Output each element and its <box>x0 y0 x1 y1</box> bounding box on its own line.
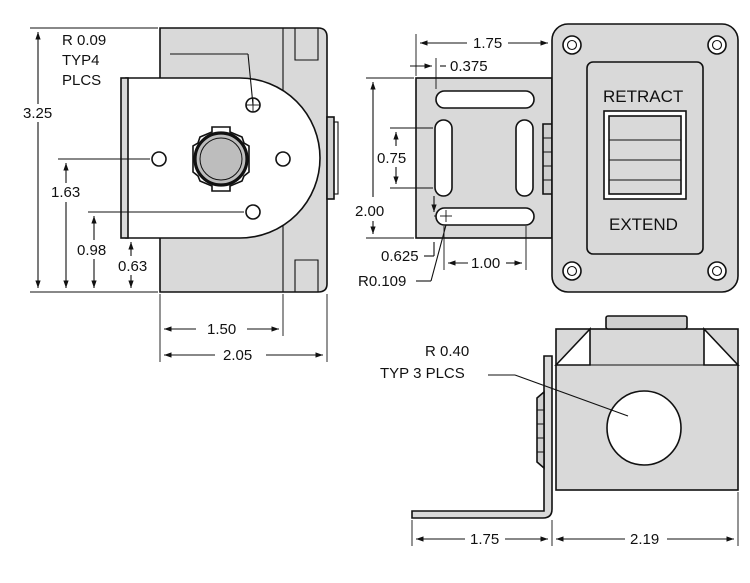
hole-bottom <box>245 204 261 220</box>
side-view: R 0.09 TYP4 PLCS 3.25 1.63 0.98 0.63 1.5… <box>23 27 339 364</box>
side-switch-knob <box>326 116 335 200</box>
side-dim-hole: 0.98 <box>77 242 106 259</box>
side-shaft <box>193 131 249 187</box>
front-view: RETRACT EXTEND 1.75 0.375 0.75 2.00 0.62… <box>355 23 739 293</box>
front-dim-slot-offset: 0.375 <box>450 58 488 75</box>
label-extend: EXTEND <box>609 215 678 234</box>
front-note-radius: R0.109 <box>358 273 406 290</box>
screw-tl <box>562 35 582 55</box>
front-dim-slot-spacing: 1.00 <box>471 255 500 272</box>
side-dim-center: 1.63 <box>51 184 80 201</box>
side-dim-height: 3.25 <box>23 105 52 122</box>
bottom-dim-body: 2.19 <box>630 531 659 548</box>
front-dim-bracket-height: 2.00 <box>355 203 384 220</box>
screw-bl <box>562 261 582 281</box>
side-note-typ: TYP4 <box>62 52 100 69</box>
bottom-dim-bracket: 1.75 <box>470 531 499 548</box>
bottom-note-typ: TYP 3 PLCS <box>380 365 465 382</box>
screw-br <box>707 261 727 281</box>
slot-bottom <box>435 207 535 226</box>
bottom-view: R 0.40 TYP 3 PLCS 1.75 2.19 <box>380 315 740 548</box>
hole-left <box>151 151 167 167</box>
side-dim-width-inner: 1.50 <box>207 321 236 338</box>
slot-top <box>435 90 535 109</box>
front-dim-slot-bottom: 0.625 <box>381 248 419 265</box>
front-dim-bracket-width: 1.75 <box>473 35 502 52</box>
front-dim-slot-length: 0.75 <box>377 150 406 167</box>
side-dim-flange: 0.63 <box>118 258 147 275</box>
hole-right <box>275 151 291 167</box>
slot-left <box>434 119 453 197</box>
label-retract: RETRACT <box>603 87 683 106</box>
side-note-plcs: PLCS <box>62 72 101 89</box>
bottom-hole <box>606 390 682 466</box>
side-note-radius: R 0.09 <box>62 32 106 49</box>
side-dim-width-total: 2.05 <box>223 347 252 364</box>
screw-tr <box>707 35 727 55</box>
slot-right <box>515 119 534 197</box>
bottom-knob <box>605 315 688 330</box>
bottom-note-radius: R 0.40 <box>425 343 469 360</box>
bottom-bracket <box>411 355 553 519</box>
